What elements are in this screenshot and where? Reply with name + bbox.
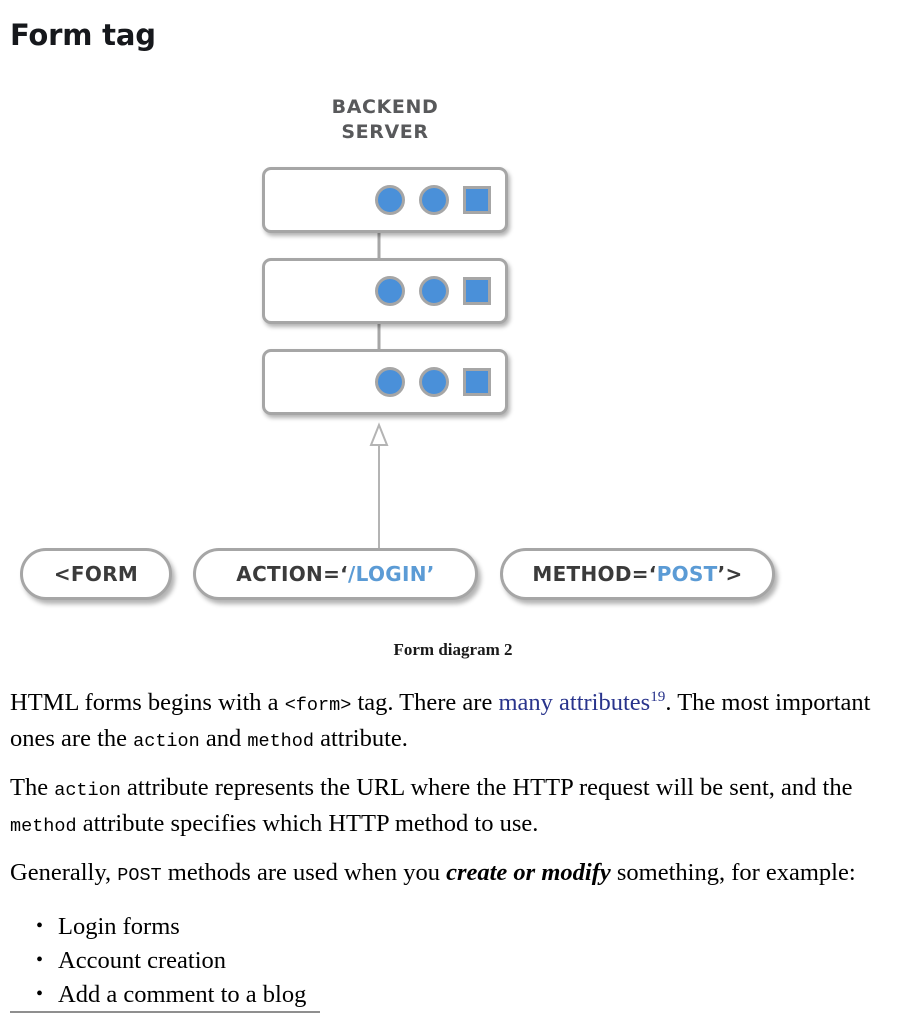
- p1-text-2: tag. There are: [351, 689, 499, 717]
- examples-list: Login forms Account creation Add a comme…: [10, 909, 896, 1012]
- paragraph-1: HTML forms begins with a <form> tag. The…: [10, 680, 896, 758]
- circle-icon: [419, 185, 449, 215]
- inline-code-form: <form>: [284, 695, 352, 717]
- form-tag-pill: <FORM: [20, 548, 172, 600]
- article-body: HTML forms begins with a <form> tag. The…: [10, 680, 896, 1012]
- server-rack-top: [262, 167, 508, 233]
- many-attributes-link-label: many attributes: [498, 689, 651, 717]
- method-attr-pill-value: POST: [656, 562, 718, 586]
- p3-text-2: methods are used when you: [161, 859, 447, 887]
- form-diagram-figure: BACKEND SERVER <FORM ACTION=‘/LOGIN’ MET…: [0, 80, 906, 670]
- p3-text-1: Generally,: [10, 859, 118, 887]
- method-attr-pill-key: METHOD=‘: [532, 562, 657, 586]
- action-attr-pill: ACTION=‘/LOGIN’: [193, 548, 478, 600]
- list-item: Login forms: [36, 909, 896, 944]
- inline-code-action: action: [133, 731, 200, 753]
- action-attr-pill-value: /LOGIN’: [348, 562, 435, 586]
- server-rack-bottom: [262, 349, 508, 415]
- emphasis-create-or-modify: create or modify: [446, 859, 611, 887]
- action-attr-pill-key: ACTION=‘: [236, 562, 349, 586]
- many-attributes-link[interactable]: many attributes19: [498, 688, 666, 717]
- p2-text-3: attribute specifies which HTTP method to…: [76, 810, 539, 838]
- inline-code-method: method: [247, 731, 314, 753]
- p2-text-2: attribute represents the URL where the H…: [120, 774, 853, 802]
- rack-icon-group: [375, 261, 491, 321]
- paragraph-3: Generally, POST methods are used when yo…: [10, 856, 896, 892]
- square-icon: [463, 277, 491, 305]
- diagram-connectors: [369, 233, 389, 548]
- square-icon: [463, 368, 491, 396]
- rack-icon-group: [375, 352, 491, 412]
- backend-server-label-line2: SERVER: [341, 121, 429, 143]
- p3-text-3: something, for example:: [610, 859, 856, 887]
- rack-icon-group: [375, 170, 491, 230]
- p1-text-3: . The most important ones are the: [10, 689, 871, 753]
- method-attr-pill-suffix: ’>: [717, 562, 743, 586]
- circle-icon: [419, 367, 449, 397]
- inline-code-action-2: action: [54, 780, 121, 802]
- square-icon: [463, 186, 491, 214]
- p1-text-4: and: [199, 725, 248, 753]
- circle-icon: [375, 367, 405, 397]
- p2-text-1: The: [10, 774, 55, 802]
- server-rack-middle: [262, 258, 508, 324]
- horizontal-rule: [10, 1011, 320, 1013]
- method-attr-pill: METHOD=‘POST’>: [500, 548, 775, 600]
- list-item: Account creation: [36, 943, 896, 978]
- footnote-marker-19: 19: [650, 688, 666, 705]
- backend-server-label-line1: BACKEND: [331, 96, 439, 118]
- circle-icon: [375, 185, 405, 215]
- p1-text-1: HTML forms begins with a: [10, 689, 285, 717]
- list-item: Add a comment to a blog: [36, 977, 896, 1012]
- circle-icon: [375, 276, 405, 306]
- backend-server-label: BACKEND SERVER: [300, 95, 470, 145]
- p1-text-5: attribute.: [314, 725, 408, 753]
- inline-code-post: POST: [117, 865, 162, 887]
- paragraph-2: The action attribute represents the URL …: [10, 771, 896, 843]
- page-title: Form tag: [10, 18, 156, 52]
- figure-caption: Form diagram 2: [393, 640, 513, 659]
- form-tag-pill-text: <FORM: [53, 562, 139, 586]
- inline-code-method-2: method: [10, 816, 77, 838]
- circle-icon: [419, 276, 449, 306]
